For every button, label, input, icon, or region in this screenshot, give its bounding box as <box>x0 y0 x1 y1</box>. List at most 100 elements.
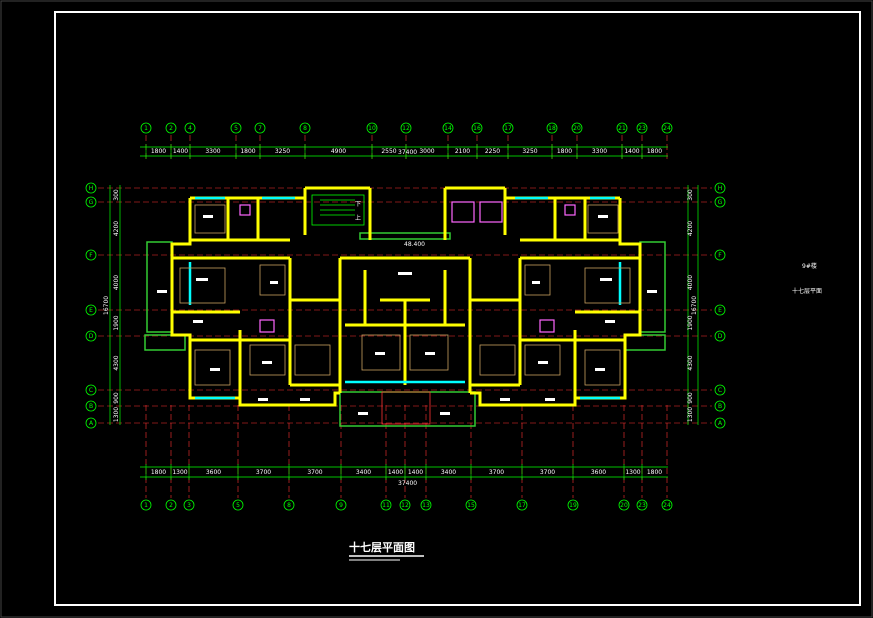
axis-label-bottom: 12 <box>401 502 409 509</box>
axis-label-right: A <box>718 420 723 427</box>
axis-label-right: B <box>718 403 722 410</box>
dim-right: 1900 <box>687 315 694 330</box>
axis-bubble-right <box>714 196 726 208</box>
stair-core <box>311 194 431 425</box>
axis-label-right: G <box>718 199 723 206</box>
axis-label-bottom: 8 <box>287 502 291 509</box>
dim-left: 4000 <box>113 275 120 290</box>
dim-top: 1800 <box>240 148 255 155</box>
axis-label-left: A <box>89 420 94 427</box>
dim-bottom: 3400 <box>356 469 371 476</box>
axis-label-top: 21 <box>618 125 626 132</box>
dim-bottom: 3700 <box>489 469 504 476</box>
axis-label-bottom: 15 <box>467 502 475 509</box>
dim-top: 1800 <box>557 148 572 155</box>
axis-label-bottom: 13 <box>422 502 430 509</box>
axis-bubble-left <box>85 384 97 396</box>
axis-bubble-right <box>714 249 726 261</box>
axis-bubble-top <box>254 122 266 134</box>
walls <box>170 186 642 407</box>
axis-label-top: 2 <box>169 125 173 132</box>
axis-bubble-left <box>85 182 97 194</box>
axis-label-bottom: 3 <box>187 502 191 509</box>
dim-right: 4300 <box>687 355 694 370</box>
dim-top: 3300 <box>205 148 220 155</box>
dim-top: 1400 <box>624 148 639 155</box>
axis-bubble-bottom <box>661 499 673 511</box>
dim-left: 4300 <box>113 355 120 370</box>
axis-label-top: 8 <box>303 125 307 132</box>
axis-label-top: 24 <box>663 125 671 132</box>
axis-bubble-bottom <box>420 499 432 511</box>
dim-top: 2550 <box>381 148 396 155</box>
dim-right: 4200 <box>687 221 694 236</box>
axis-bubble-top <box>616 122 628 134</box>
axis-label-left: B <box>89 403 93 410</box>
dim-top: 3250 <box>522 148 537 155</box>
dim-left: 4200 <box>113 221 120 236</box>
axis-bubble-left <box>85 249 97 261</box>
axis-bubble-top <box>140 122 152 134</box>
dim-bottom: 3600 <box>206 469 221 476</box>
axis-label-bottom: 24 <box>663 502 671 509</box>
axis-label-top: 12 <box>402 125 410 132</box>
axis-bubble-left <box>85 196 97 208</box>
axis-bubble-left <box>85 417 97 429</box>
dimension-lines <box>109 146 699 478</box>
dim-bottom: 3700 <box>307 469 322 476</box>
axis-label-bottom: 1 <box>144 502 148 509</box>
axis-bubble-bottom <box>183 499 195 511</box>
axis-label-top: 4 <box>188 125 192 132</box>
dim-top: 2250 <box>485 148 500 155</box>
axis-label-right: E <box>718 307 722 314</box>
dim-left: 1300 <box>113 407 120 422</box>
axis-label-right: D <box>718 333 723 340</box>
axis-bubble-bottom <box>283 499 295 511</box>
dim-bottom: 1800 <box>151 469 166 476</box>
axis-bubble-bottom <box>232 499 244 511</box>
axis-bubble-bottom <box>618 499 630 511</box>
drawing-title: 十七层平面图 <box>349 540 415 554</box>
dim-left: 1900 <box>113 315 120 330</box>
dim-bottom: 1400 <box>408 469 423 476</box>
dim-bottom: 3700 <box>540 469 555 476</box>
axis-label-top: 10 <box>368 125 376 132</box>
axis-label-bottom: 20 <box>620 502 628 509</box>
axis-bubble-top <box>571 122 583 134</box>
axis-bubble-bottom <box>165 499 177 511</box>
axis-bubble-top <box>471 122 483 134</box>
axis-label-top: 5 <box>234 125 238 132</box>
axis-bubble-bottom <box>465 499 477 511</box>
axis-bubble-top <box>400 122 412 134</box>
axis-bubble-top <box>502 122 514 134</box>
dim-top: 1800 <box>647 148 662 155</box>
axis-bubble-left <box>85 304 97 316</box>
axis-label-top: 23 <box>638 125 646 132</box>
axis-label-bottom: 11 <box>382 502 390 509</box>
dim-top: 2100 <box>455 148 470 155</box>
axis-bubble-top <box>661 122 673 134</box>
side-note: 9#楼 <box>802 262 817 270</box>
axis-bubble-bottom <box>335 499 347 511</box>
dim-left: 300 <box>113 189 120 201</box>
axis-label-top: 17 <box>504 125 512 132</box>
furniture <box>239 201 576 333</box>
dim-bottom: 1800 <box>647 469 662 476</box>
axis-bubble-left <box>85 330 97 342</box>
dim-top: 3300 <box>592 148 607 155</box>
axis-bubble-right <box>714 330 726 342</box>
axis-label-bottom: 23 <box>638 502 646 509</box>
axis-label-left: C <box>89 387 93 394</box>
axis-bubble-bottom <box>380 499 392 511</box>
dim-right: 900 <box>687 392 694 404</box>
dim-bottom: 3700 <box>256 469 271 476</box>
axis-bubble-top <box>546 122 558 134</box>
axis-bubble-top <box>442 122 454 134</box>
dim-right: 4000 <box>687 275 694 290</box>
axis-bubble-top <box>366 122 378 134</box>
dim-bottom: 1400 <box>388 469 403 476</box>
drawing-frame <box>54 11 861 606</box>
